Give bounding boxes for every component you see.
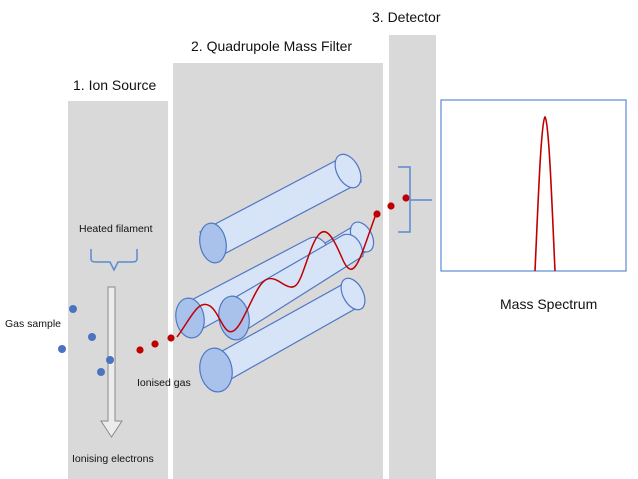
- filament-bracket: [90, 249, 138, 272]
- gas-molecules: [58, 305, 114, 376]
- mass-filter-title: 2. Quadrupole Mass Filter: [191, 38, 352, 54]
- spectrum-peak: [534, 115, 556, 272]
- detector-panel: [389, 35, 436, 479]
- ionised-gas-label: Ionised gas: [137, 377, 191, 389]
- quadrupole-rod: [198, 153, 362, 264]
- spectrum-box: [440, 99, 627, 272]
- mass-spectrum-label: Mass Spectrum: [500, 296, 597, 312]
- ion: [151, 340, 159, 348]
- gas-molecule: [69, 305, 77, 313]
- ion: [373, 210, 381, 218]
- quadrupole-rods: [175, 153, 375, 393]
- ion-source-panel: [68, 101, 168, 479]
- ions: [136, 194, 410, 354]
- quadrupole-rod: [199, 277, 366, 393]
- ionising-electrons-label: Ionising electrons: [72, 453, 154, 465]
- ion-trajectory: [176, 213, 377, 338]
- ion: [167, 334, 175, 342]
- detector-bracket: [398, 166, 432, 233]
- gas-sample-label: Gas sample: [5, 318, 61, 330]
- detector-title: 3. Detector: [372, 9, 441, 25]
- ion: [136, 346, 144, 354]
- ion: [402, 194, 410, 202]
- gas-molecule: [106, 356, 114, 364]
- gas-molecule: [58, 345, 66, 353]
- gas-molecule: [97, 368, 105, 376]
- heated-filament-label: Heated filament: [79, 223, 153, 235]
- ion: [387, 202, 395, 210]
- gas-molecule: [88, 333, 96, 341]
- ion-source-title: 1. Ion Source: [73, 77, 156, 93]
